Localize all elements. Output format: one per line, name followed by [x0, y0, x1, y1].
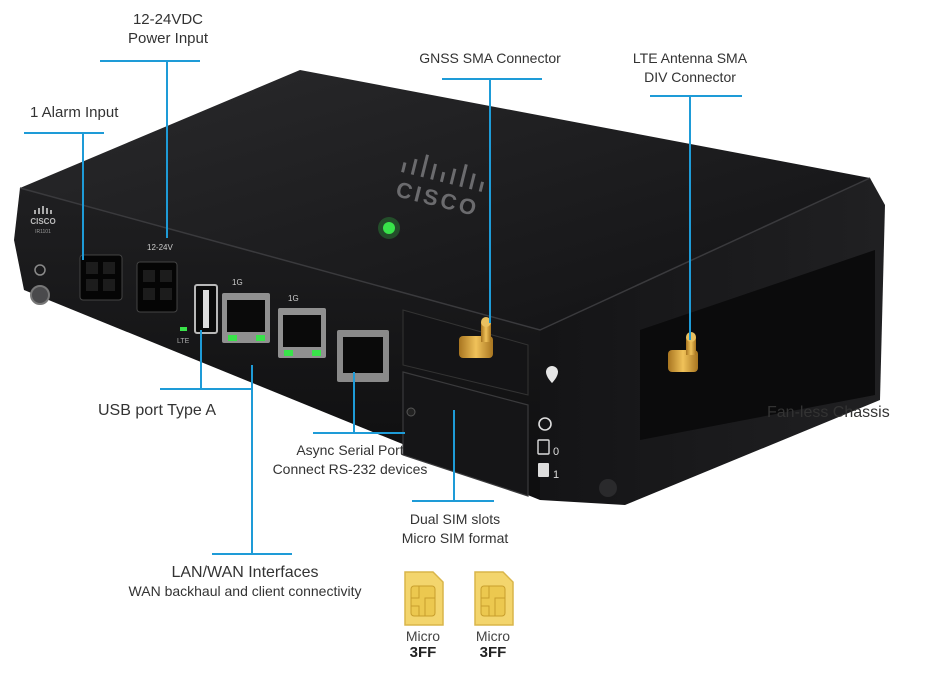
label-lanwan-line2: WAN backhaul and client connectivity: [128, 583, 362, 599]
label-lte-antenna: LTE Antenna SMA DIV Connector: [610, 49, 770, 87]
sim-slot-door: [402, 371, 529, 497]
lte-led: [180, 327, 187, 331]
sim-card-2-caption: Micro 3FF: [471, 628, 515, 661]
label-lan-wan: LAN/WAN Interfaces WAN backhaul and clie…: [95, 563, 395, 601]
leader-power-h: [100, 60, 200, 62]
alarm-connector: [79, 254, 123, 301]
sim-card-2-format: 3FF: [479, 644, 507, 661]
status-led: [383, 222, 395, 234]
label-fanless-text: Fan-less Chassis: [767, 404, 890, 421]
label-dual-sim: Dual SIM slots Micro SIM format: [380, 510, 530, 548]
front-brand-text: CISCO: [30, 217, 55, 226]
leader-alarm-h: [24, 132, 104, 134]
lte-led-label: LTE: [177, 338, 190, 345]
sim-card-2: [471, 570, 515, 633]
label-async-serial: Async Serial Port Connect RS-232 devices: [250, 441, 450, 479]
lte-sma-connector: [668, 332, 698, 372]
label-async-line1: Async Serial Port: [296, 442, 404, 458]
port-1g-b-label: 1G: [288, 294, 299, 303]
label-alarm-input: 1 Alarm Input: [30, 103, 118, 122]
leader-lanwan-h: [212, 553, 292, 555]
label-power-line1: 12-24VDC: [132, 11, 204, 28]
leader-sim-h: [412, 500, 494, 502]
chassis-side-recess: [640, 250, 875, 440]
leader-usb-h: [160, 388, 252, 390]
sim-card-2-type: Micro: [475, 628, 511, 644]
leader-power-v: [166, 60, 168, 238]
front-badge: CISCO IR1101: [30, 206, 56, 235]
serial-port: [337, 330, 389, 382]
ground-screw: [30, 285, 50, 305]
sim-slot-icons: 0 1: [537, 417, 559, 481]
leader-lte-v: [689, 95, 691, 340]
label-async-line2: Connect RS-232 devices: [272, 461, 428, 477]
label-gnss: GNSS SMA Connector: [395, 49, 585, 68]
gnss-sma-connector: [459, 317, 493, 358]
voltage-marking: 12-24V: [147, 243, 173, 252]
sim-card-1-caption: Micro 3FF: [401, 628, 445, 661]
leader-gnss-v: [489, 78, 491, 323]
ethernet-port-2: 1G: [278, 294, 326, 358]
label-gnss-text: GNSS SMA Connector: [419, 50, 561, 66]
sim-card-1-type: Micro: [405, 628, 441, 644]
leader-sim-v: [453, 410, 455, 502]
label-sim-line1: Dual SIM slots: [409, 511, 501, 527]
label-power-line2: Power Input: [127, 30, 209, 47]
label-lanwan-line1: LAN/WAN Interfaces: [171, 564, 319, 581]
sim0-label: 0: [553, 446, 559, 458]
leader-alarm-v: [82, 132, 84, 260]
sim-card-1: [401, 570, 445, 633]
usb-port: [194, 284, 218, 334]
sim1-label: 1: [553, 469, 559, 481]
ethernet-port-1: 1G: [222, 278, 270, 343]
label-usb: USB port Type A: [98, 401, 216, 420]
leader-lte-h: [650, 95, 742, 97]
front-foot: [599, 479, 617, 497]
label-alarm-text: 1 Alarm Input: [30, 104, 119, 121]
leader-gnss-h: [442, 78, 542, 80]
label-usb-text: USB port Type A: [98, 402, 216, 419]
label-power-input: 12-24VDC Power Input: [108, 10, 228, 48]
leader-usb-v: [200, 330, 202, 390]
sim-card-icon: [474, 571, 514, 626]
label-sim-line2: Micro SIM format: [401, 530, 509, 546]
leader-serial-h: [313, 432, 405, 434]
port-1g-a-label: 1G: [232, 278, 243, 287]
leader-serial-v: [353, 372, 355, 434]
sim-card-1-format: 3FF: [409, 644, 437, 661]
leader-lanwan-v: [251, 365, 253, 555]
power-connector: 12-24V: [136, 243, 178, 313]
sim-card-icon: [404, 571, 444, 626]
model-text: IR1101: [35, 229, 51, 235]
label-fanless: Fan-less Chassis: [767, 403, 890, 422]
label-lte-line1: LTE Antenna SMA: [632, 50, 748, 66]
location-pin-icon: [546, 366, 558, 383]
label-lte-line2: DIV Connector: [644, 69, 736, 85]
